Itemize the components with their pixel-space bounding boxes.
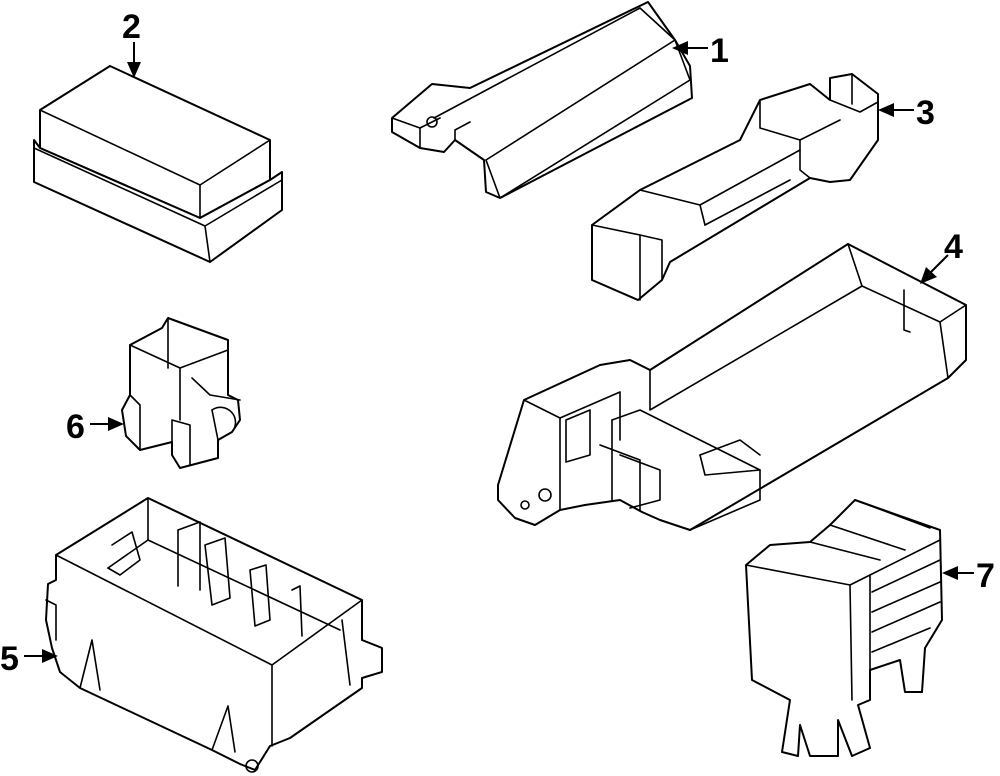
callout-3: 3 xyxy=(878,94,935,132)
callout-2: 2 xyxy=(122,8,141,78)
part-5-housing xyxy=(45,497,383,773)
part-2-cover xyxy=(33,65,283,263)
callout-6-number: 6 xyxy=(66,408,85,446)
callout-1: 1 xyxy=(672,32,729,70)
part-3-bracket xyxy=(591,73,879,301)
callout-1-number: 1 xyxy=(710,32,729,70)
callout-7-number: 7 xyxy=(976,557,995,595)
part-1-lid xyxy=(391,1,693,199)
callout-4: 4 xyxy=(920,228,963,284)
callout-3-number: 3 xyxy=(916,94,935,132)
callout-5-number: 5 xyxy=(0,640,19,678)
part-4-tray xyxy=(497,243,967,531)
part-6-clip xyxy=(121,317,241,469)
callout-6: 6 xyxy=(66,408,124,446)
callout-4-number: 4 xyxy=(944,228,963,266)
part-7-relay xyxy=(745,499,943,757)
callout-2-number: 2 xyxy=(122,8,141,46)
callout-5: 5 xyxy=(0,640,58,678)
callout-7: 7 xyxy=(942,557,995,595)
